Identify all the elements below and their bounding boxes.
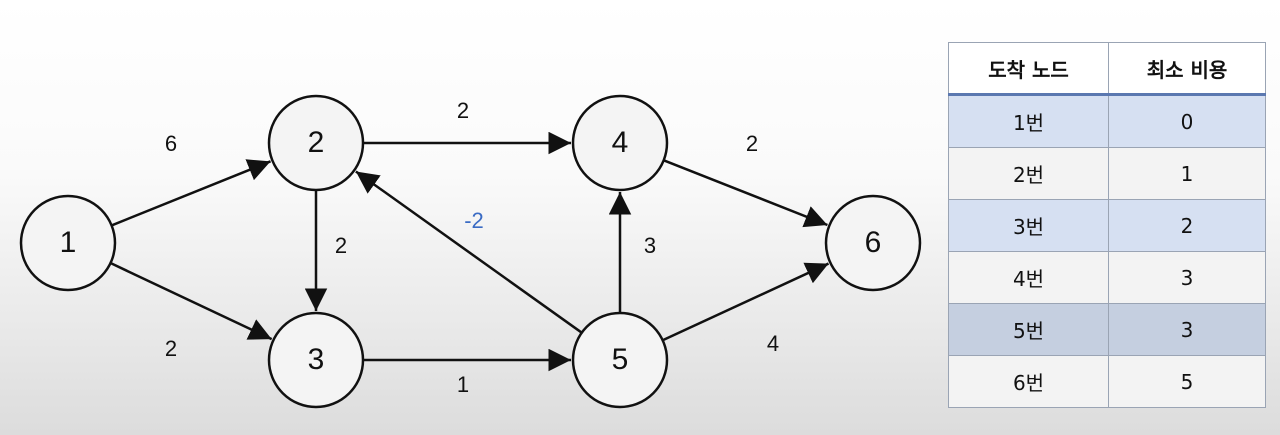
graph-diagram: 6 2 2 2 1 -2 3 2 4 1 2 3 4 5 6	[19, 94, 922, 409]
edge-weight-label: 2	[457, 98, 469, 123]
node-label: 3	[308, 343, 325, 376]
node-3: 3	[267, 311, 365, 409]
edge-weight-label: 2	[746, 131, 758, 156]
edge-5-6	[662, 262, 830, 342]
node-circle	[824, 194, 922, 292]
node-label: 5	[612, 343, 629, 376]
node-2: 2	[267, 94, 365, 192]
edge-weight-label: 2	[165, 336, 177, 361]
cell-cost: 0	[1108, 94, 1266, 148]
node-label: 1	[60, 226, 77, 259]
node-label: 4	[612, 126, 629, 159]
node-6: 6	[824, 194, 922, 292]
edge-1-2	[111, 159, 272, 227]
node-circle	[571, 311, 669, 409]
edge-weight-label: 2	[335, 233, 347, 258]
edge-weight-label: -2	[464, 208, 484, 233]
cell-node: 1번	[948, 94, 1109, 148]
node-circle	[267, 94, 365, 192]
cell-node: 3번	[948, 199, 1109, 252]
node-1: 1	[19, 194, 117, 292]
edge-weight-label: 4	[767, 331, 779, 356]
edge-weight-label: 6	[165, 131, 177, 156]
table-header-row: 도착 노드 최소 비용	[948, 42, 1266, 96]
edge-1-3	[109, 261, 273, 341]
node-circle	[267, 311, 365, 409]
cell-node: 5번	[948, 303, 1109, 356]
cell-cost: 5	[1108, 355, 1266, 408]
header-min-cost: 최소 비용	[1108, 42, 1266, 96]
edge-5-2	[355, 170, 583, 334]
cell-cost: 1	[1108, 147, 1266, 200]
cell-cost: 3	[1108, 303, 1266, 356]
edge-weight-label: 1	[457, 372, 469, 397]
node-circle	[571, 94, 669, 192]
cell-cost: 3	[1108, 251, 1266, 304]
node-label: 6	[865, 226, 882, 259]
cell-node: 4번	[948, 251, 1109, 304]
cell-cost: 2	[1108, 199, 1266, 252]
node-5: 5	[571, 311, 669, 409]
edge-4-6	[663, 159, 828, 228]
cell-node: 6번	[948, 355, 1109, 408]
node-circle	[19, 194, 117, 292]
header-destination-node: 도착 노드	[948, 42, 1109, 96]
node-label: 2	[308, 126, 325, 159]
edge-weight-label: 3	[644, 233, 656, 258]
node-4: 4	[571, 94, 669, 192]
cell-node: 2번	[948, 147, 1109, 200]
